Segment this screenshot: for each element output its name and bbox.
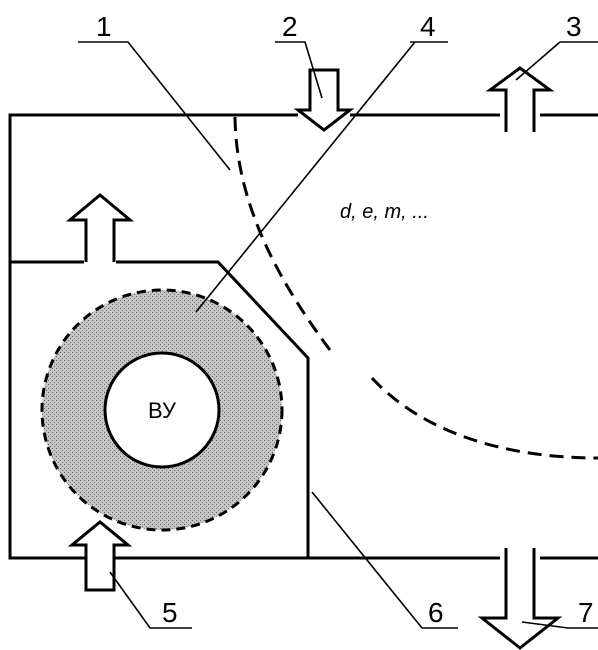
- label-7: 7: [578, 597, 594, 628]
- arrow-7-outflow: [477, 548, 563, 650]
- leader-1: [78, 41, 231, 171]
- label-5: 5: [162, 597, 178, 628]
- core-circle: [103, 351, 221, 469]
- arrow-2-inflow: [293, 68, 355, 132]
- label-3: 3: [566, 11, 582, 42]
- label-1: 1: [96, 11, 112, 42]
- leader-4: [195, 41, 448, 313]
- label-2: 2: [282, 11, 298, 42]
- arrow-5-inflow: [67, 520, 133, 592]
- arrow-inner-up: [65, 193, 135, 262]
- boundary-curve-2: [370, 376, 598, 460]
- leader-3: [515, 41, 598, 81]
- label-6: 6: [428, 597, 444, 628]
- leader-2: [275, 41, 323, 99]
- inner-partition: [10, 260, 310, 558]
- arrow-3-outflow: [485, 66, 555, 132]
- chamber-outline: [8, 113, 598, 560]
- core-label: ВУ: [148, 398, 177, 423]
- label-4: 4: [420, 11, 436, 42]
- leader-7: [521, 621, 598, 629]
- leader-6: [311, 491, 458, 629]
- boundary-curve-1: [233, 116, 332, 351]
- parameters-text: d, e, m, ...: [340, 201, 429, 223]
- leader-5: [109, 571, 192, 629]
